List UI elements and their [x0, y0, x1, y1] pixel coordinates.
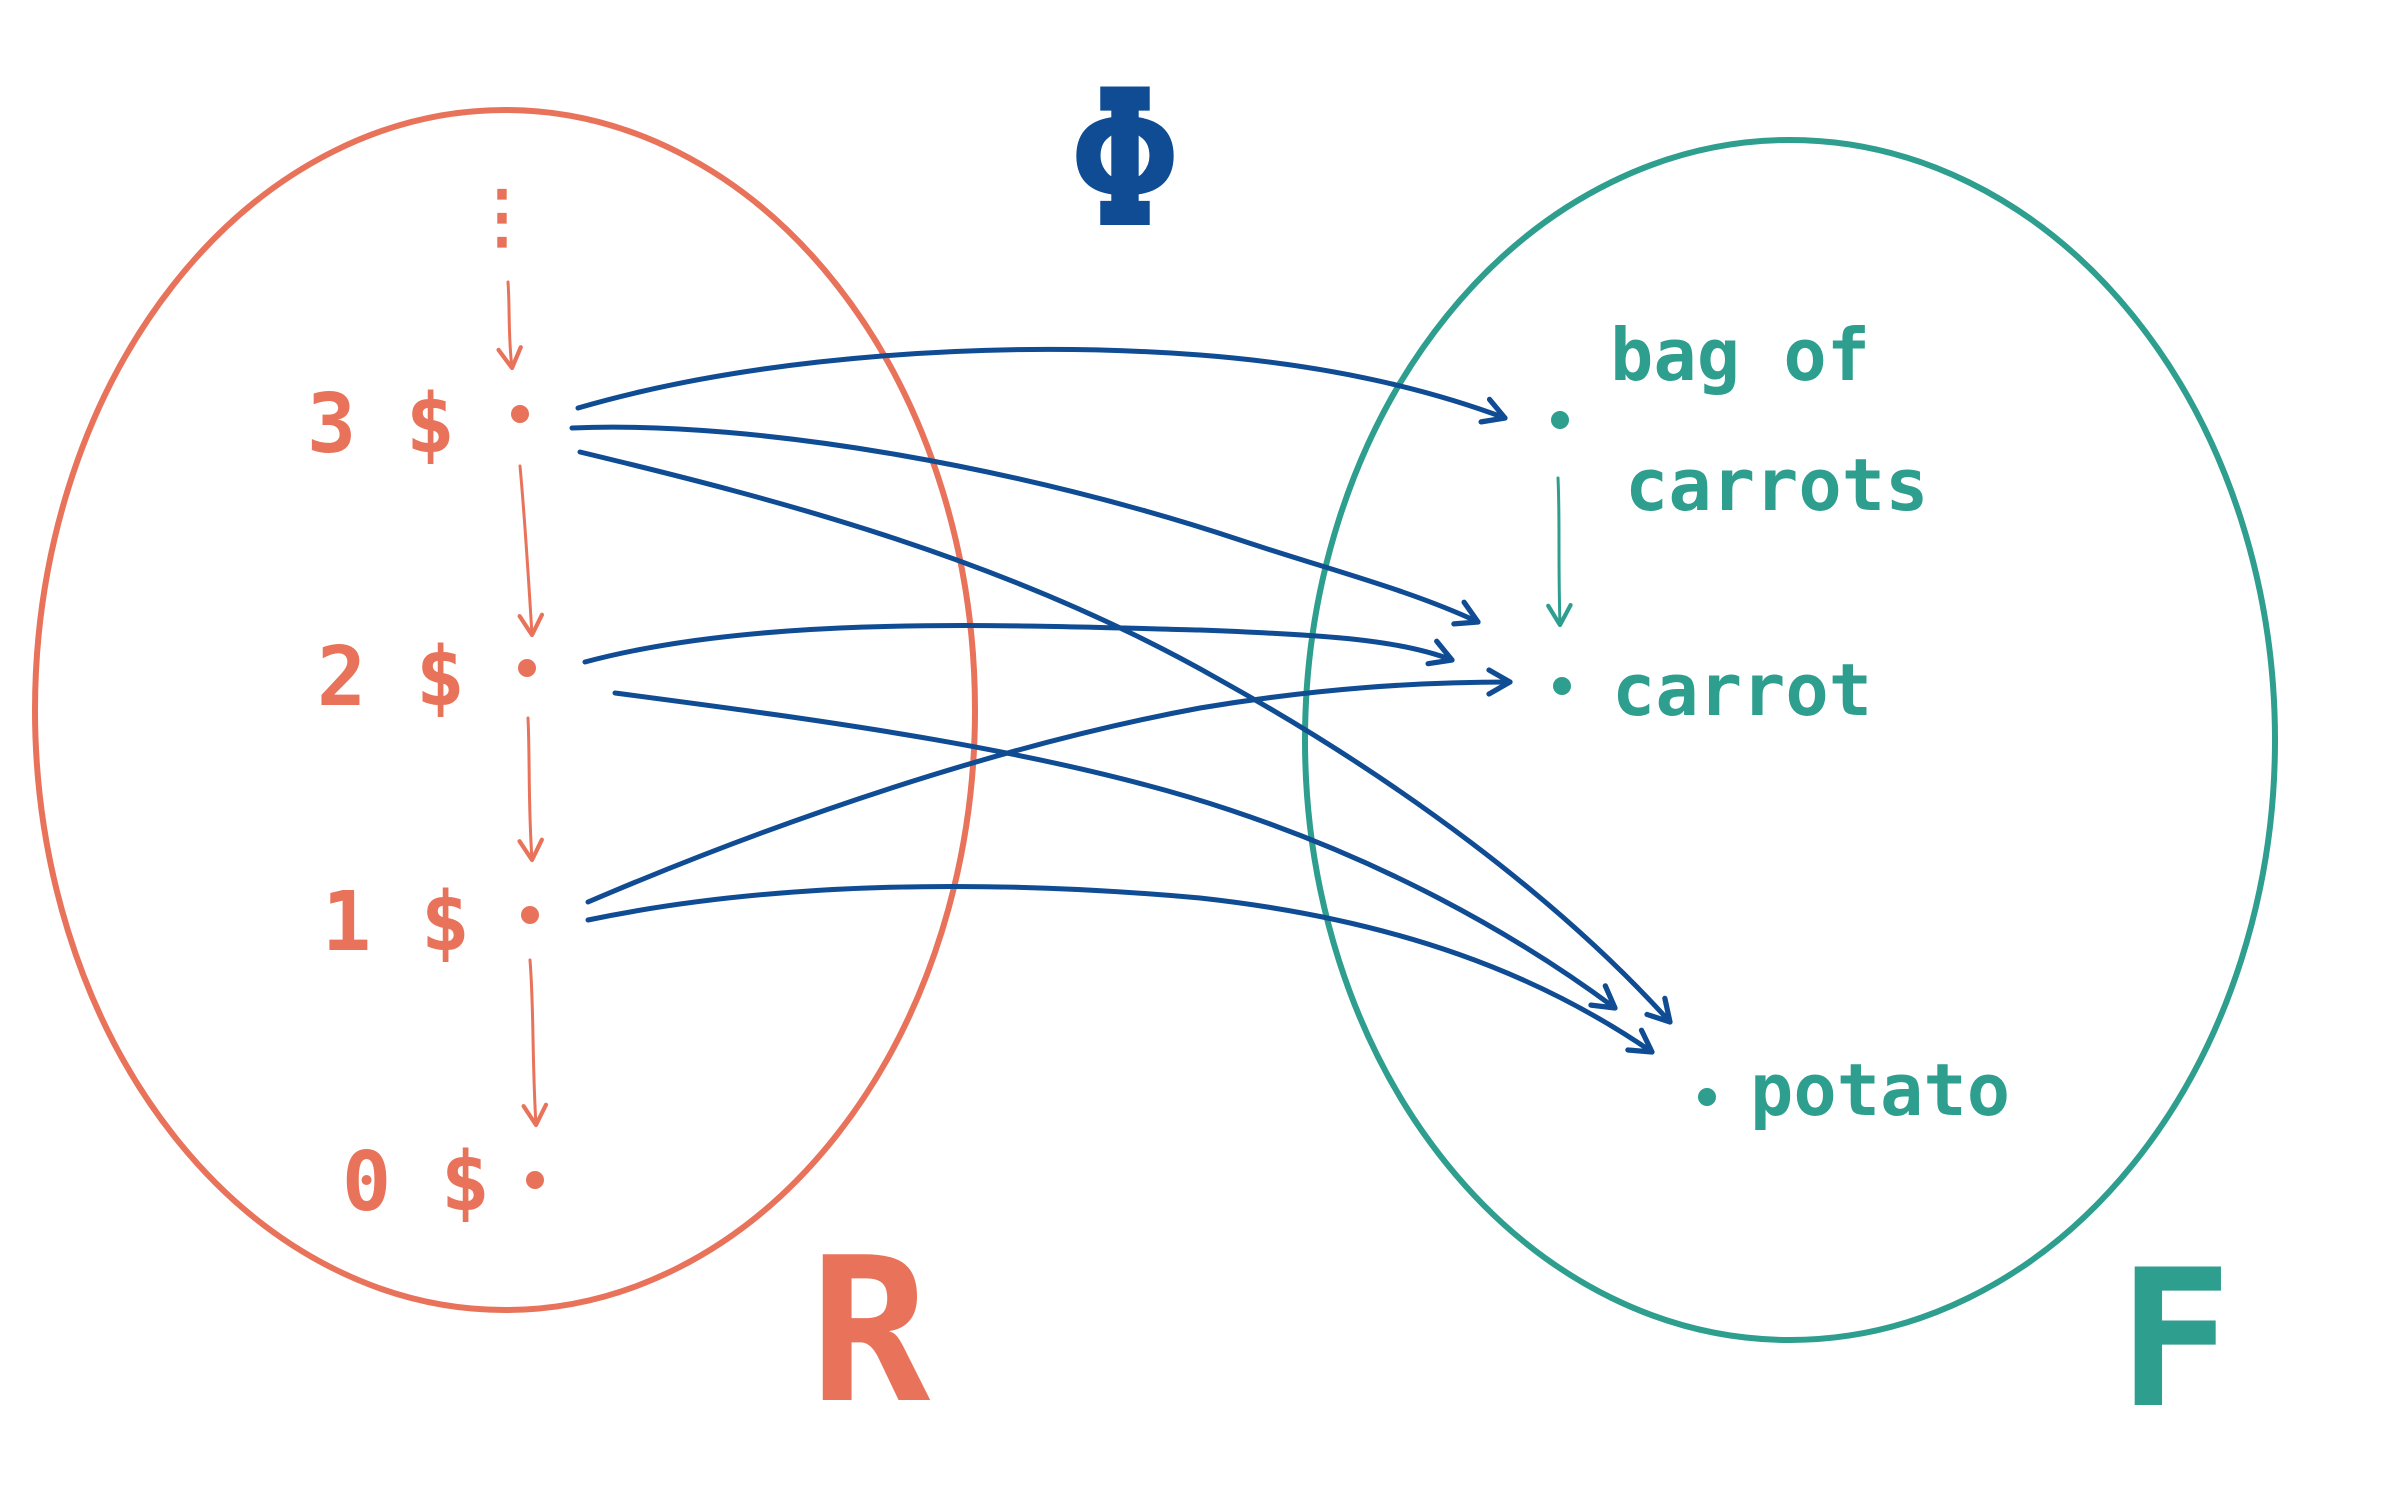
right-element-carrot[interactable]: carrot: [1553, 648, 1872, 732]
left-element-dot: [521, 906, 539, 924]
right-element-dot: [1551, 411, 1569, 429]
order-arrow-1-to-0: [521, 958, 549, 1128]
left-element-label: 1 $: [322, 875, 470, 970]
right-order-arrow: [1546, 476, 1573, 628]
map-arrow-2-to-carrot: [582, 623, 1455, 667]
left-element-dot: [526, 1171, 544, 1189]
right-element-label: carrot: [1612, 648, 1872, 732]
right-element-dot: [1698, 1088, 1716, 1106]
order-arrow-2-to-1: [517, 716, 544, 863]
right-set-label: F: [2118, 1229, 2232, 1450]
right-elements: bag of carrots carrot potato: [1551, 313, 2010, 1132]
right-element-label-line1: bag of: [1610, 313, 1870, 397]
right-element-label-line2: carrots: [1625, 443, 1928, 527]
right-set-ellipse: [1302, 137, 2278, 1343]
left-element-label: 3 $: [307, 377, 455, 472]
left-ellipsis: ⋮: [467, 175, 537, 257]
left-element-1[interactable]: 1 $: [322, 875, 539, 970]
right-element-dot: [1553, 677, 1571, 695]
order-arrow-top-to-3: [496, 280, 523, 371]
left-element-label: 2 $: [317, 630, 465, 725]
left-set-label: R: [810, 1215, 931, 1448]
left-element-dot: [511, 405, 529, 423]
left-element-0[interactable]: 0 $: [342, 1135, 544, 1230]
left-element-dot: [518, 659, 536, 677]
left-element-label: 0 $: [342, 1135, 490, 1230]
left-elements: 3 $ 2 $ 1 $ 0 $: [307, 377, 544, 1230]
map-arrow-2-to-potato: [612, 690, 1618, 1011]
mapping-arrows: [569, 347, 1673, 1055]
left-order-arrows: [496, 280, 549, 1128]
right-element-potato[interactable]: potato: [1698, 1048, 2010, 1132]
left-element-3[interactable]: 3 $: [307, 377, 529, 472]
map-arrow-1-to-carrot: [585, 667, 1513, 905]
left-element-2[interactable]: 2 $: [317, 630, 536, 725]
order-arrow-3-to-2: [517, 464, 545, 638]
map-arrow-3-to-bag: [575, 347, 1508, 425]
right-element-bag-of-carrots[interactable]: bag of carrots: [1551, 313, 1928, 527]
left-set-ellipse: [32, 107, 978, 1313]
map-arrow-3-to-potato: [577, 449, 1673, 1025]
right-element-label: potato: [1750, 1048, 2010, 1132]
map-arrow-3-to-carrot: [569, 424, 1481, 627]
mapping-label: Φ: [1068, 49, 1182, 270]
map-arrow-1-to-potato: [585, 883, 1655, 1055]
